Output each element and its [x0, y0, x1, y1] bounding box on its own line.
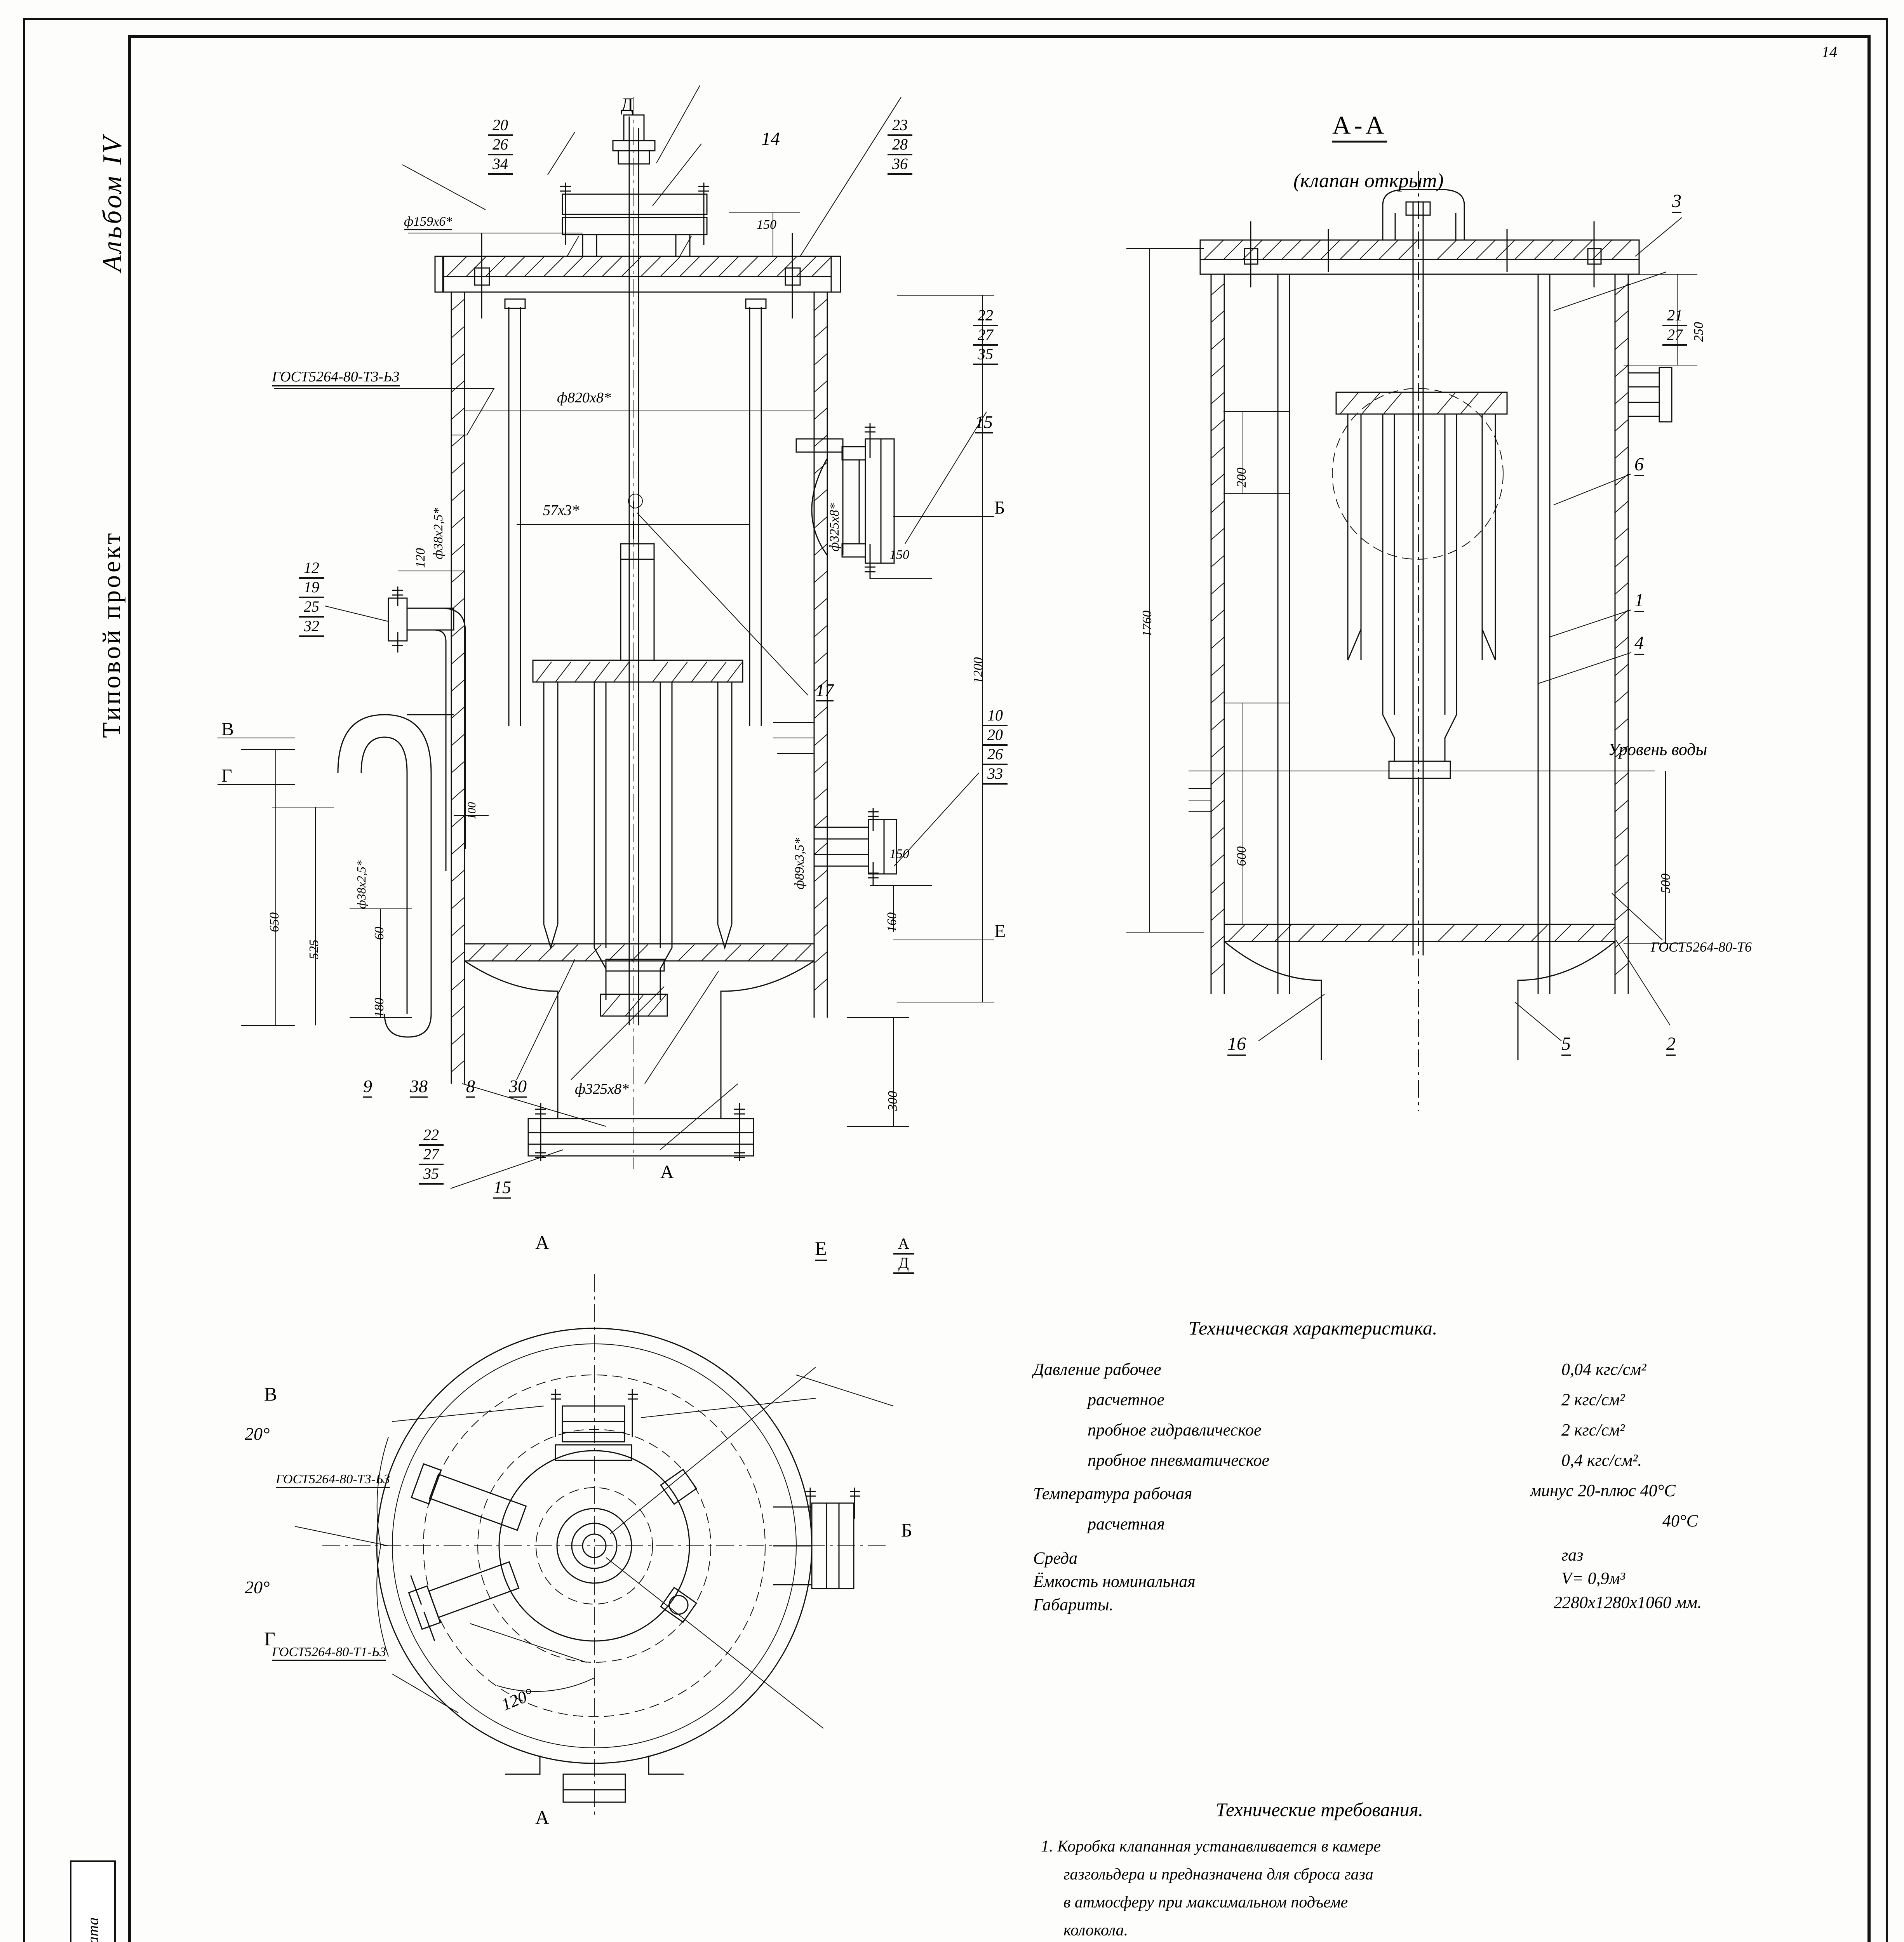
part-callout-15-right: 15 [975, 412, 993, 433]
spec-value: минус 20-плюс 40°С [1530, 1481, 1676, 1500]
spec-label: пробное пневматическое [1088, 1451, 1270, 1470]
part-callout-16: 16 [1227, 1033, 1246, 1056]
pipe-label-325x8-bottom: ф325х8* [575, 1081, 629, 1097]
part-callout-38: 38 [410, 1076, 428, 1098]
section-mark-B-right: Б [994, 498, 1005, 518]
sheet-number: 14 [1822, 43, 1837, 61]
dim-150-top: 150 [757, 218, 776, 232]
spec-value: 2 кгс/см² [1561, 1390, 1625, 1409]
part-callout-5: 5 [1561, 1033, 1571, 1056]
spec-row: Ёмкость номинальная [1033, 1571, 1196, 1591]
plan-section-mark-A-D: А Д [893, 1235, 914, 1274]
spec-row: Давление рабочее [1033, 1359, 1161, 1379]
plan-mark-E: Е [815, 1237, 827, 1261]
spec-row: расчетное [1088, 1390, 1164, 1410]
spec-row: Габариты. [1033, 1595, 1114, 1615]
spec-value: 0,4 кгс/см². [1561, 1451, 1642, 1470]
pipe-label-820x8: ф820х8* [557, 390, 611, 406]
part-callout-6: 6 [1634, 454, 1644, 476]
plan-mark-A-bottom: А [535, 1806, 550, 1828]
section-aa-title: А-А [1332, 113, 1387, 143]
spec-row: пробное пневматическое [1088, 1450, 1269, 1470]
callout-stack-22-27-35-right: 22 27 35 [973, 307, 998, 365]
section-aa-subtitle: (клапан открыт) [1293, 170, 1444, 192]
spec-label: Ёмкость номинальная [1033, 1572, 1196, 1591]
section-mark-G-left: Г [221, 766, 232, 786]
plan-weld-note-1: ГОСТ5264-80-Т3-Ь3 [276, 1472, 390, 1488]
spec-label: расчетное [1088, 1390, 1165, 1409]
weld-note-main: ГОСТ5264-80-Т3-Ь3 [272, 368, 400, 386]
part-callout-15-bottom: 15 [493, 1177, 511, 1199]
spec-value: газ [1561, 1545, 1584, 1564]
weld-note-aa: ГОСТ5264-80-Т6 [1651, 939, 1752, 955]
sheet-inner-border [128, 35, 1871, 1942]
section-mark-A-main: А [660, 1162, 674, 1182]
plan-mark-B-right: Б [901, 1519, 912, 1541]
pipe-label-57x3: 57х3* [543, 502, 579, 519]
callout-stack-23-28-36: 23 28 36 [888, 117, 912, 175]
part-callout-8: 8 [466, 1076, 475, 1098]
part-callout-30: 30 [509, 1076, 527, 1098]
spec-value: 2 кгс/см² [1561, 1420, 1625, 1439]
spec-row: Среда [1033, 1548, 1077, 1568]
requirement-line: в атмосферу при максимальном подъеме [1063, 1893, 1348, 1911]
plan-mark-V-left: В [264, 1383, 277, 1405]
spec-row: Температура рабочая [1033, 1484, 1192, 1503]
part-callout-9: 9 [363, 1076, 372, 1098]
part-callout-3: 3 [1672, 190, 1681, 213]
callout-stack-10-20-26-33: 10 20 26 33 [983, 707, 1008, 785]
callout-stack-21-27: 21 27 [1662, 307, 1687, 346]
requirement-line: колокола. [1063, 1921, 1128, 1939]
callout-stack-12-19-25-32: 12 19 25 32 [299, 559, 324, 637]
dim-150-right-upper: 150 [889, 548, 909, 562]
pipe-label-159x6: ф159х6* [404, 214, 453, 230]
section-mark-V-left: В [221, 719, 234, 740]
spec-value: V= 0,9м³ [1561, 1569, 1625, 1588]
requirement-line: газгольдера и предназначена для сброса г… [1063, 1865, 1373, 1883]
spec-value: 40°С [1662, 1511, 1698, 1530]
spec-label: расчетная [1088, 1514, 1165, 1533]
part-callout-17: 17 [816, 680, 834, 701]
spec-label: Габариты. [1033, 1595, 1114, 1614]
plan-angle-20-upper: 20° [245, 1424, 270, 1444]
sheet-outer-border [23, 18, 1888, 1942]
requirements-title: Технические требования. [1216, 1799, 1424, 1820]
plan-mark-G-left: Г [264, 1628, 275, 1650]
part-callout-4: 4 [1634, 632, 1644, 655]
plan-weld-note-2: ГОСТ5264-80-Т1-Ь3 [272, 1645, 386, 1661]
plan-angle-20-lower: 20° [245, 1577, 270, 1597]
section-mark-E-right: Е [994, 921, 1006, 941]
spec-value: 0,04 кгс/см² [1561, 1360, 1646, 1379]
spec-row: пробное гидравлическое [1088, 1420, 1262, 1440]
requirement-line: 1. Коробка клапанная устанавливается в к… [1041, 1838, 1381, 1855]
part-callout-14: 14 [761, 129, 780, 149]
callout-stack-20-26-34: 20 26 34 [488, 117, 513, 175]
margin-column-0: Подп. и дата [70, 1860, 116, 1942]
spec-label: пробное гидравлическое [1088, 1420, 1262, 1439]
plan-mark-A-top: А [535, 1232, 550, 1253]
spec-label: Температура рабочая [1033, 1484, 1192, 1503]
dim-150-right-lower: 150 [889, 847, 909, 861]
spec-label: Среда [1033, 1549, 1078, 1568]
spec-value: 2280х1280х1060 мм. [1554, 1593, 1702, 1612]
section-mark-D-top: Д [621, 94, 634, 115]
callout-stack-22-27-35-bottom: 22 27 35 [419, 1126, 444, 1185]
part-callout-2: 2 [1666, 1033, 1676, 1056]
part-callout-1: 1 [1634, 590, 1644, 612]
spec-row: расчетная [1088, 1514, 1165, 1534]
spec-label: Давление рабочее [1033, 1360, 1161, 1379]
water-level-label: Уровень воды [1608, 740, 1707, 759]
specs-title: Техническая характеристика. [1189, 1317, 1438, 1339]
